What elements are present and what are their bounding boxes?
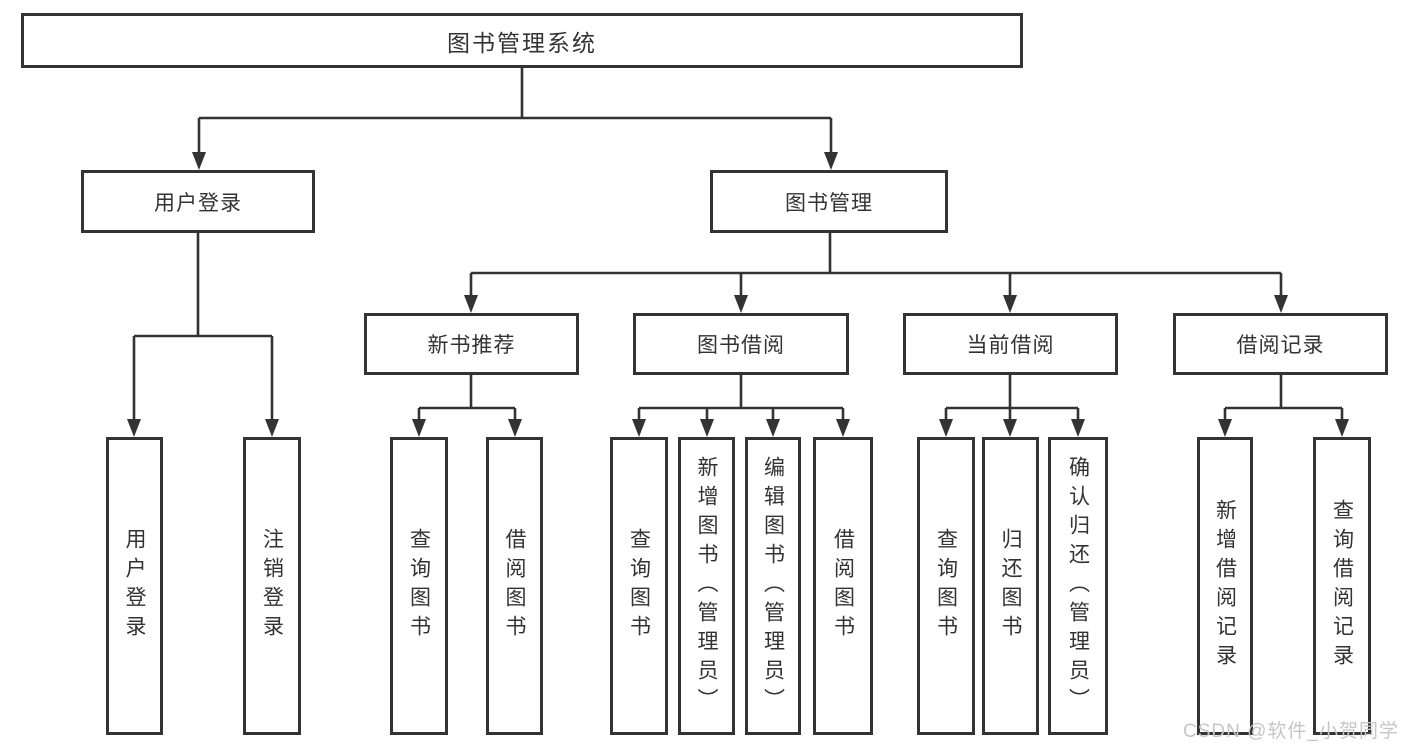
node-current-borrow-label: 当前借阅 [966,334,1055,357]
leaf-br-query-record: 查询借阅记录 [1313,437,1371,735]
leaf-cb-query-books: 查询图书 [917,437,975,735]
leaf-user-login: 用户登录 [106,437,163,735]
node-root: 图书管理系统 [21,13,1023,68]
edge-borrow-records-to-leaves [1218,375,1349,437]
node-book-borrow-label: 图书借阅 [697,334,785,357]
node-borrow-records: 借阅记录 [1173,313,1388,375]
node-new-book-rec: 新书推荐 [364,313,579,375]
leaf-bb-query-books: 查询图书 [610,437,668,735]
edge-root-to-level2 [192,68,838,170]
leaf-logout: 注销登录 [243,437,301,735]
node-current-borrow: 当前借阅 [903,313,1118,375]
edge-new-book-rec-to-leaves [412,375,522,437]
node-borrow-records-label: 借阅记录 [1236,334,1325,357]
node-book-mgmt-label: 图书管理 [785,191,873,215]
edge-user-login-to-leaves [127,233,279,437]
leaf-cb-confirm-return-admin: 确认归还（管理员） [1048,437,1108,735]
leaf-cb-return-books: 归还图书 [982,437,1039,735]
node-user-login-label: 用户登录 [154,191,242,215]
edge-book-borrow-to-leaves [632,375,850,437]
leaf-br-add-record: 新增借阅记录 [1197,437,1253,735]
edge-current-borrow-to-leaves [939,375,1085,437]
leaf-rec-borrow-books: 借阅图书 [486,437,543,735]
csdn-watermark: CSDN @软件_小贺同学 [1183,721,1399,742]
leaf-bb-add-books-admin: 新增图书（管理员） [678,437,735,735]
leaf-rec-query-books: 查询图书 [390,437,448,735]
node-new-book-rec-label: 新书推荐 [427,334,516,357]
edge-book-mgmt-to-level3 [464,233,1288,313]
leaf-bb-borrow-books: 借阅图书 [813,437,873,735]
node-book-borrow: 图书借阅 [633,313,849,375]
node-book-mgmt: 图书管理 [710,170,948,233]
node-root-label: 图书管理系统 [447,29,597,56]
leaf-bb-edit-books-admin: 编辑图书（管理员） [745,437,801,735]
node-user-login: 用户登录 [81,170,315,233]
